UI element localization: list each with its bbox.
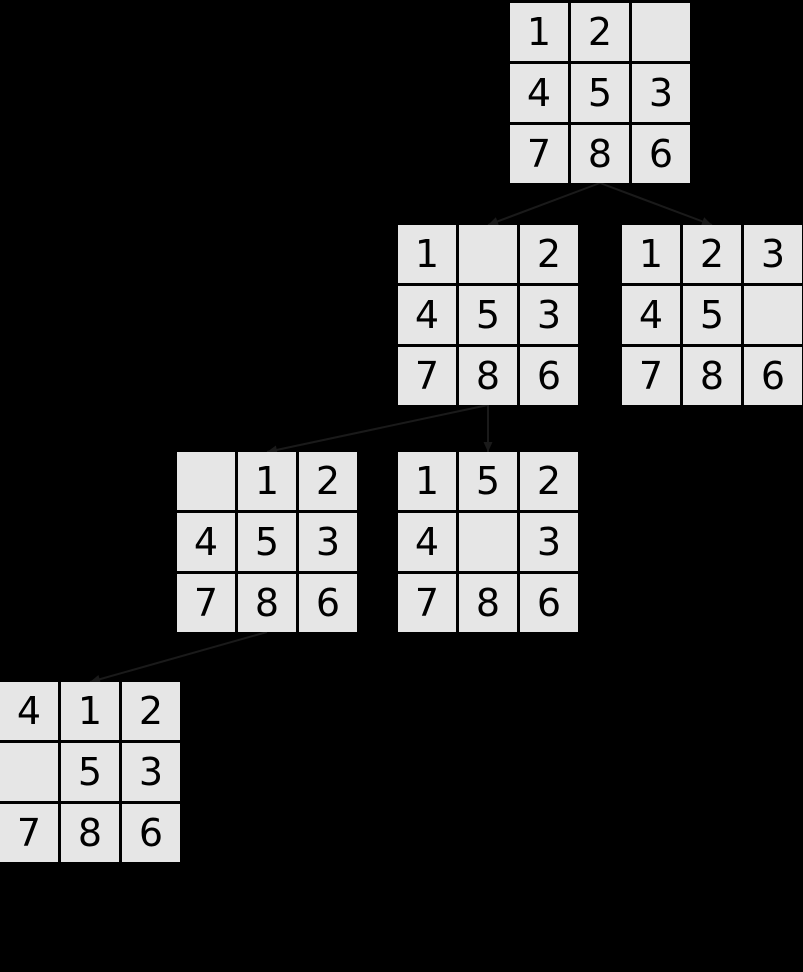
puzzle-cell-tile[interactable]: 8 <box>571 125 629 183</box>
puzzle-cell-blank[interactable] <box>459 225 517 283</box>
puzzle-cell-tile[interactable]: 1 <box>398 225 456 283</box>
puzzle-cell-tile[interactable]: 4 <box>398 286 456 344</box>
puzzle-cell-tile[interactable]: 2 <box>520 452 578 510</box>
puzzle-cell-tile[interactable]: 8 <box>683 347 741 405</box>
puzzle-cell-tile[interactable]: 7 <box>398 574 456 632</box>
edge-a-to-c <box>266 404 489 453</box>
puzzle-cell-tile[interactable]: 3 <box>520 286 578 344</box>
puzzle-cell-tile[interactable]: 8 <box>238 574 296 632</box>
puzzle-cell-tile[interactable]: 3 <box>520 513 578 571</box>
puzzle-cell-tile[interactable]: 3 <box>299 513 357 571</box>
puzzle-cell-tile[interactable]: 8 <box>459 347 517 405</box>
puzzle-cell-tile[interactable]: 7 <box>622 347 680 405</box>
puzzle-cell-tile[interactable]: 7 <box>398 347 456 405</box>
puzzle-cell-tile[interactable]: 7 <box>0 804 58 862</box>
puzzle-cell-tile[interactable]: 8 <box>61 804 119 862</box>
puzzle-cell-tile[interactable]: 8 <box>459 574 517 632</box>
puzzle-cell-tile[interactable]: 3 <box>122 743 180 801</box>
puzzle-cell-tile[interactable]: 4 <box>622 286 680 344</box>
puzzle-cell-blank[interactable] <box>177 452 235 510</box>
puzzle-cell-tile[interactable]: 5 <box>571 64 629 122</box>
puzzle-cell-tile[interactable]: 2 <box>520 225 578 283</box>
puzzle-cell-tile[interactable]: 5 <box>238 513 296 571</box>
edge-root-to-a <box>487 182 601 226</box>
puzzle-cell-tile[interactable]: 1 <box>622 225 680 283</box>
puzzle-cell-tile[interactable]: 6 <box>520 347 578 405</box>
puzzle-cell-tile[interactable]: 5 <box>459 452 517 510</box>
puzzle-cell-tile[interactable]: 5 <box>459 286 517 344</box>
puzzle-cell-tile[interactable]: 1 <box>61 682 119 740</box>
puzzle-cell-tile[interactable]: 4 <box>398 513 456 571</box>
puzzle-cell-tile[interactable]: 6 <box>299 574 357 632</box>
edge-root-to-b <box>599 182 713 226</box>
puzzle-cell-tile[interactable]: 4 <box>0 682 58 740</box>
puzzle-cell-tile[interactable]: 2 <box>571 3 629 61</box>
puzzle-cell-blank[interactable] <box>632 3 690 61</box>
puzzle-cell-tile[interactable]: 4 <box>177 513 235 571</box>
puzzle-cell-tile[interactable]: 1 <box>238 452 296 510</box>
puzzle-cell-tile[interactable]: 1 <box>510 3 568 61</box>
edge-c-to-e <box>89 631 268 683</box>
puzzle-cell-tile[interactable]: 4 <box>510 64 568 122</box>
puzzle-cell-tile[interactable]: 6 <box>520 574 578 632</box>
puzzle-cell-tile[interactable]: 7 <box>177 574 235 632</box>
puzzle-cell-tile[interactable]: 5 <box>61 743 119 801</box>
puzzle-cell-tile[interactable]: 2 <box>299 452 357 510</box>
puzzle-cell-blank[interactable] <box>744 286 802 344</box>
edge-a-to-d-arrowhead <box>483 441 493 452</box>
puzzle-cell-tile[interactable]: 6 <box>632 125 690 183</box>
puzzle-cell-tile[interactable]: 3 <box>744 225 802 283</box>
puzzle-cell-tile[interactable]: 6 <box>744 347 802 405</box>
puzzle-cell-tile[interactable]: 1 <box>398 452 456 510</box>
puzzle-cell-blank[interactable] <box>0 743 58 801</box>
puzzle-cell-blank[interactable] <box>459 513 517 571</box>
puzzle-cell-tile[interactable]: 6 <box>122 804 180 862</box>
puzzle-cell-tile[interactable]: 2 <box>122 682 180 740</box>
puzzle-cell-tile[interactable]: 2 <box>683 225 741 283</box>
puzzle-cell-tile[interactable]: 5 <box>683 286 741 344</box>
puzzle-cell-tile[interactable]: 7 <box>510 125 568 183</box>
puzzle-cell-tile[interactable]: 3 <box>632 64 690 122</box>
